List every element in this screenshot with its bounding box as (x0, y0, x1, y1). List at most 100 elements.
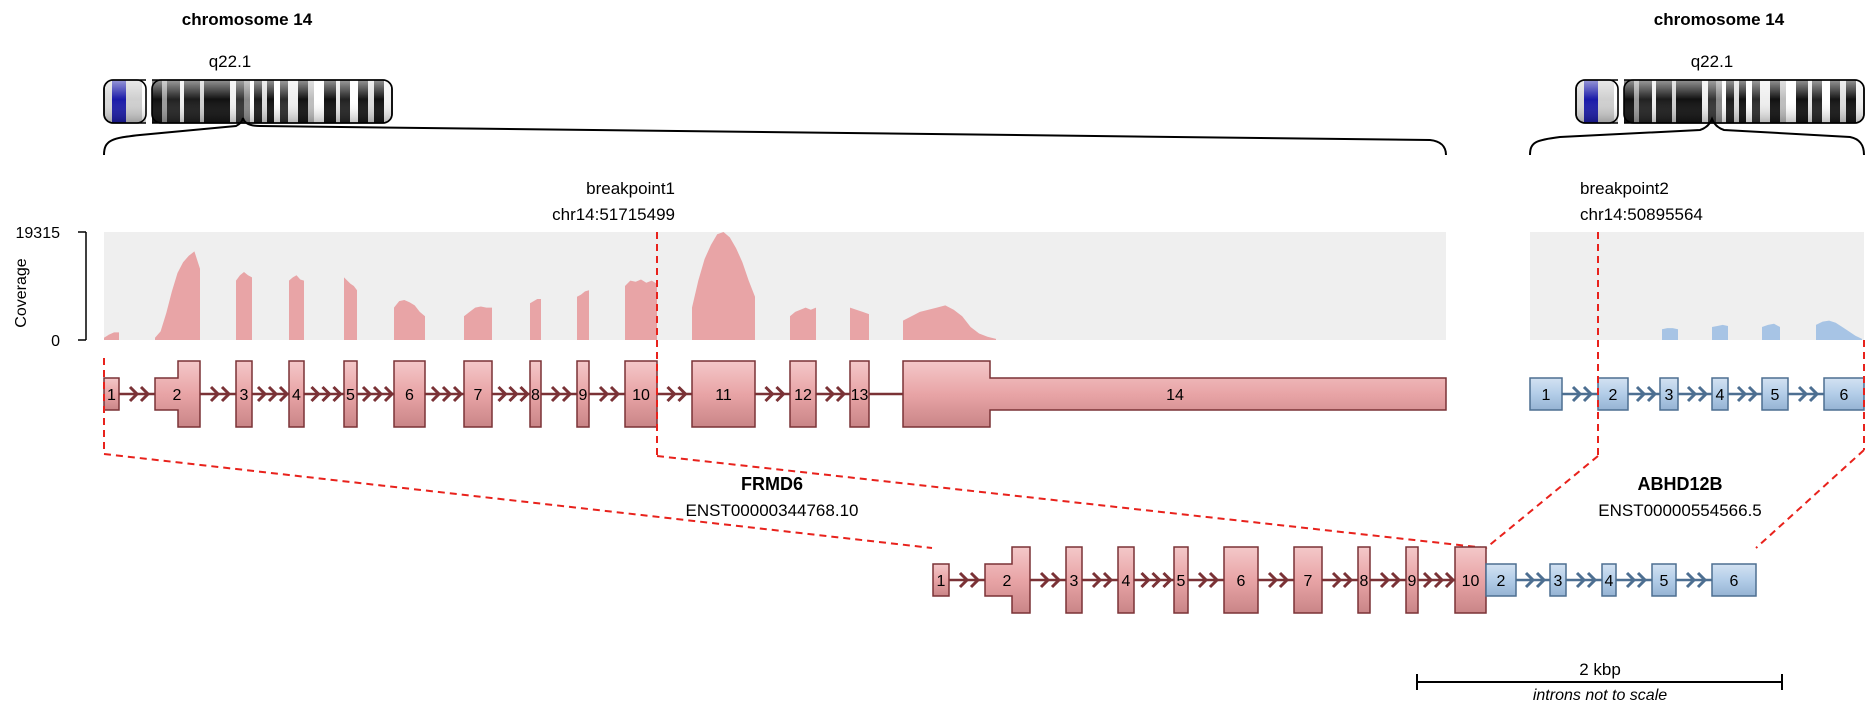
intron-arrow (383, 385, 395, 403)
breakpoint2-label: breakpoint2 (1580, 179, 1669, 198)
intron-arrow (128, 385, 140, 403)
breakpoint2-position: chr14:50895564 (1580, 205, 1703, 224)
exon-5: 5 (1761, 377, 1789, 411)
intron-arrow (1636, 571, 1648, 589)
intron-arrow (1524, 571, 1536, 589)
exon-4: 4 (1601, 563, 1617, 597)
coverage-track-frmd6 (104, 232, 996, 340)
exon-1: 1 (1529, 377, 1563, 411)
intron-arrow (519, 385, 530, 403)
exon-6: 6 (1223, 546, 1259, 614)
scale-bar: 2 kbp introns not to scale (1416, 660, 1783, 704)
exon-label: 9 (1408, 573, 1417, 590)
exon-6: 6 (1711, 563, 1757, 597)
coverage-peak (104, 332, 119, 340)
intron-arrow (1625, 571, 1637, 589)
intron-arrow (666, 385, 677, 403)
coverage-peak (289, 275, 304, 340)
exon-4: 4 (288, 360, 305, 428)
intron-arrow (1797, 385, 1809, 403)
exon-label: 14 (1166, 387, 1184, 404)
exon-2: 2 (154, 360, 201, 428)
exon-6: 6 (1823, 377, 1865, 411)
intron-arrow (497, 385, 508, 403)
intron-arrow (1444, 571, 1456, 589)
intron-arrow (1808, 385, 1820, 403)
exon-1: 1 (932, 563, 950, 597)
intron-arrow (835, 385, 847, 403)
exon-5: 5 (343, 360, 358, 428)
coverage-peak (1816, 320, 1862, 340)
intron-arrow (1091, 571, 1103, 589)
intron-arrow (1208, 571, 1220, 589)
intron-arrow (969, 571, 981, 589)
coverage-peak (790, 307, 816, 340)
left-band-label: q22.1 (209, 52, 252, 71)
exon-2: 2 (1597, 377, 1629, 411)
intron-arrow (321, 385, 332, 403)
intron-arrow (1278, 571, 1290, 589)
exon-label: 11 (715, 387, 732, 404)
exon-6: 6 (393, 360, 426, 428)
intron-arrow (1736, 385, 1748, 403)
intron-arrow (256, 385, 268, 403)
intron-arrow (1747, 385, 1759, 403)
exon-4: 4 (1117, 546, 1135, 614)
right-chromosome-ideogram (1575, 79, 1865, 124)
exon-3: 3 (1659, 377, 1679, 411)
intron-arrow (775, 385, 786, 403)
intron-arrow (1379, 571, 1391, 589)
exon-11: 11 (691, 360, 756, 428)
exon-label: 3 (1554, 573, 1563, 590)
intron-arrow (824, 385, 836, 403)
intron-arrow (1422, 571, 1434, 589)
coverage-peak (236, 272, 252, 340)
exon-label: 10 (1462, 573, 1480, 590)
exon-2: 2 (984, 546, 1031, 614)
coverage-peak (850, 307, 869, 340)
exon-label: 6 (1730, 573, 1739, 590)
intron-arrow (332, 385, 343, 403)
intron-arrow (430, 385, 442, 403)
coverage-peak (1662, 328, 1678, 340)
coverage-max-label: 19315 (16, 225, 61, 242)
intron-arrow (220, 385, 232, 403)
exon-10: 10 (624, 360, 658, 428)
exon-label: 8 (531, 387, 540, 404)
coverage-peak (577, 290, 589, 340)
coverage-panel-left (104, 232, 1446, 340)
intron-arrow (1102, 571, 1114, 589)
exon-label: 5 (1177, 573, 1186, 590)
intron-arrow (1586, 571, 1598, 589)
exon-label: 2 (1003, 573, 1012, 590)
exon-label: 5 (1660, 573, 1669, 590)
right-band-label: q22.1 (1691, 52, 1734, 71)
exon-5: 5 (1651, 563, 1677, 597)
intron-arrow (1050, 571, 1062, 589)
intron-arrow (1331, 571, 1343, 589)
intron-arrow (609, 385, 621, 403)
intron-arrow (1342, 571, 1354, 589)
intron-arrow (1197, 571, 1209, 589)
intron-arrow (1646, 385, 1658, 403)
exon-5: 5 (1173, 546, 1189, 614)
exon-label: 5 (1771, 387, 1780, 404)
coverage-axis-label: Coverage (13, 258, 30, 327)
exon-13: 13 (849, 360, 870, 428)
coverage-peak (530, 299, 541, 340)
exon-label: 3 (1070, 573, 1079, 590)
coverage-peak (344, 277, 357, 340)
intron-arrow (677, 385, 688, 403)
fusion-right-connector (1755, 449, 1865, 549)
coverage-min-label: 0 (51, 333, 60, 350)
exon-label: 13 (851, 387, 869, 404)
fusion-junction-connector-3 (1485, 455, 1599, 549)
scale-bar-label: 2 kbp (1579, 660, 1621, 679)
exon-1: 1 (103, 377, 120, 411)
exon-label: 1 (107, 387, 116, 404)
exon-9: 9 (1405, 546, 1419, 614)
exon-label: 12 (794, 387, 812, 404)
exon-9: 9 (576, 360, 590, 428)
